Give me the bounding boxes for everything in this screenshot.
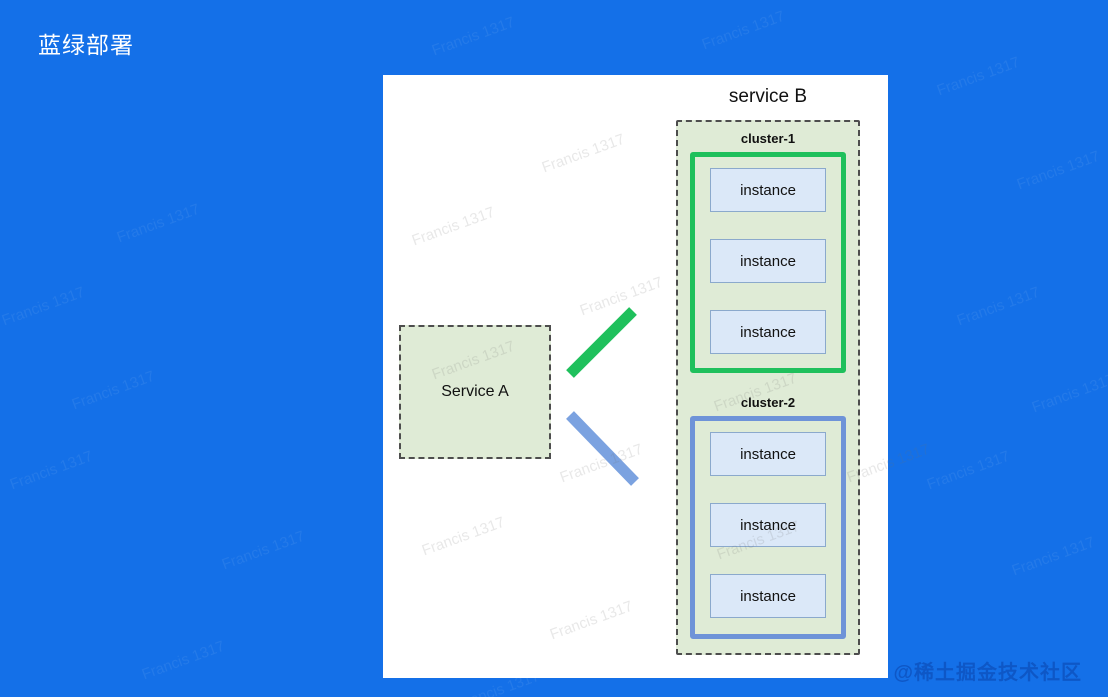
cluster-1-label: cluster-1: [740, 131, 796, 146]
service-a-box: Service A: [399, 325, 551, 459]
cluster-2-instance: instance: [710, 432, 826, 476]
cluster-1-box: instance instance instance: [690, 152, 846, 373]
arrow-to-cluster-2: [566, 411, 639, 486]
author-watermark: Francis 1317: [219, 527, 308, 574]
cluster-1-instance: instance: [710, 239, 826, 283]
cluster-2-instance: instance: [710, 574, 826, 618]
cluster-2-box: instance instance instance: [690, 416, 846, 639]
author-watermark: Francis 1317: [954, 283, 1043, 330]
author-watermark: Francis 1317: [699, 7, 788, 54]
service-b-cluster-group: cluster-1 instance instance instance clu…: [676, 120, 860, 655]
site-watermark: @稀土掘金技术社区: [893, 662, 1082, 684]
author-watermark: Francis 1317: [1029, 370, 1108, 417]
cluster-1-instance: instance: [710, 168, 826, 212]
author-watermark: Francis 1317: [114, 200, 203, 247]
author-watermark: Francis 1317: [69, 367, 158, 414]
cluster-2-instance: instance: [710, 503, 826, 547]
author-watermark: Francis 1317: [429, 13, 518, 60]
author-watermark: Francis 1317: [139, 637, 228, 684]
service-b-label: service B: [728, 86, 808, 107]
author-watermark: Francis 1317: [924, 447, 1013, 494]
author-watermark: Francis 1317: [1014, 147, 1103, 194]
cluster-2-label: cluster-2: [740, 395, 796, 410]
cluster-1-instance: instance: [710, 310, 826, 354]
author-watermark: Francis 1317: [7, 447, 96, 494]
author-watermark: Francis 1317: [0, 283, 88, 330]
author-watermark: Francis 1317: [934, 53, 1023, 100]
page-title: 蓝绿部署: [38, 32, 134, 58]
arrow-to-cluster-1: [566, 307, 637, 378]
diagram-panel: service B cluster-1 instance instance in…: [383, 75, 888, 678]
author-watermark: Francis 1317: [1009, 533, 1098, 580]
